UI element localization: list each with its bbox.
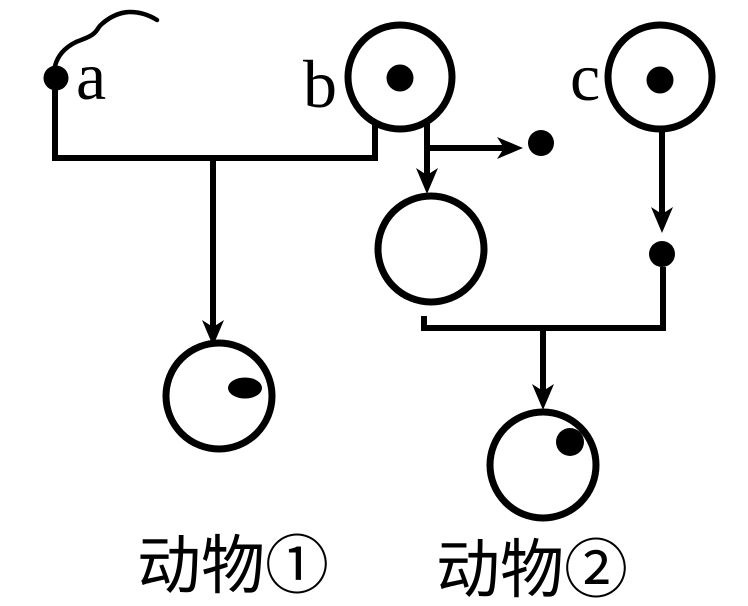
egg-cell-c-membrane-icon: [604, 21, 716, 133]
fertilization-arrow-to-animal-1: [202, 158, 224, 346]
zygote-nucleus-icon: [228, 377, 262, 399]
cell-c-label: c: [570, 39, 600, 115]
nuclear-transfer-arrow-to-animal-2: [532, 328, 554, 410]
egg-cell-c: c: [570, 21, 716, 133]
egg-cell-b-nucleus-icon: [386, 64, 414, 92]
arrow-down-icon: [202, 320, 224, 346]
reconstructed-cell-animal-2: [486, 408, 600, 522]
arrow-b-to-enucleated-egg: [416, 122, 438, 194]
reconstructed-cell-nucleus-icon: [556, 428, 584, 456]
animal-2-label: 动物②: [436, 535, 628, 606]
animal-1-label: 动物①: [137, 531, 329, 602]
arrow-down-icon: [651, 207, 673, 233]
donor-nucleus-dot-icon: [649, 241, 675, 267]
enucleated-egg-circle-icon: [374, 192, 488, 306]
egg-cell-b: b: [303, 21, 456, 133]
sperm-head-icon: [43, 65, 69, 91]
reconstructed-cell-membrane-icon: [486, 408, 600, 522]
arrow-right-icon: [497, 137, 523, 159]
arrow-down-icon: [532, 384, 554, 410]
zygote-membrane-icon: [162, 339, 276, 453]
egg-cell-b-membrane-icon: [344, 21, 456, 133]
sperm-tail-icon: [52, 9, 160, 69]
cell-a-label: a: [76, 38, 106, 114]
expelled-nucleus-dot-icon: [528, 130, 554, 156]
arrow-c-to-donor-nucleus: [649, 130, 675, 267]
zygote-animal-1: [162, 339, 276, 453]
sperm-cell-a: a: [43, 9, 160, 114]
egg-cell-c-nucleus-icon: [646, 66, 674, 94]
cell-b-label: b: [303, 46, 337, 122]
nucleus-expulsion-arrow-from-b: [427, 130, 554, 159]
arrow-down-icon: [416, 168, 438, 194]
